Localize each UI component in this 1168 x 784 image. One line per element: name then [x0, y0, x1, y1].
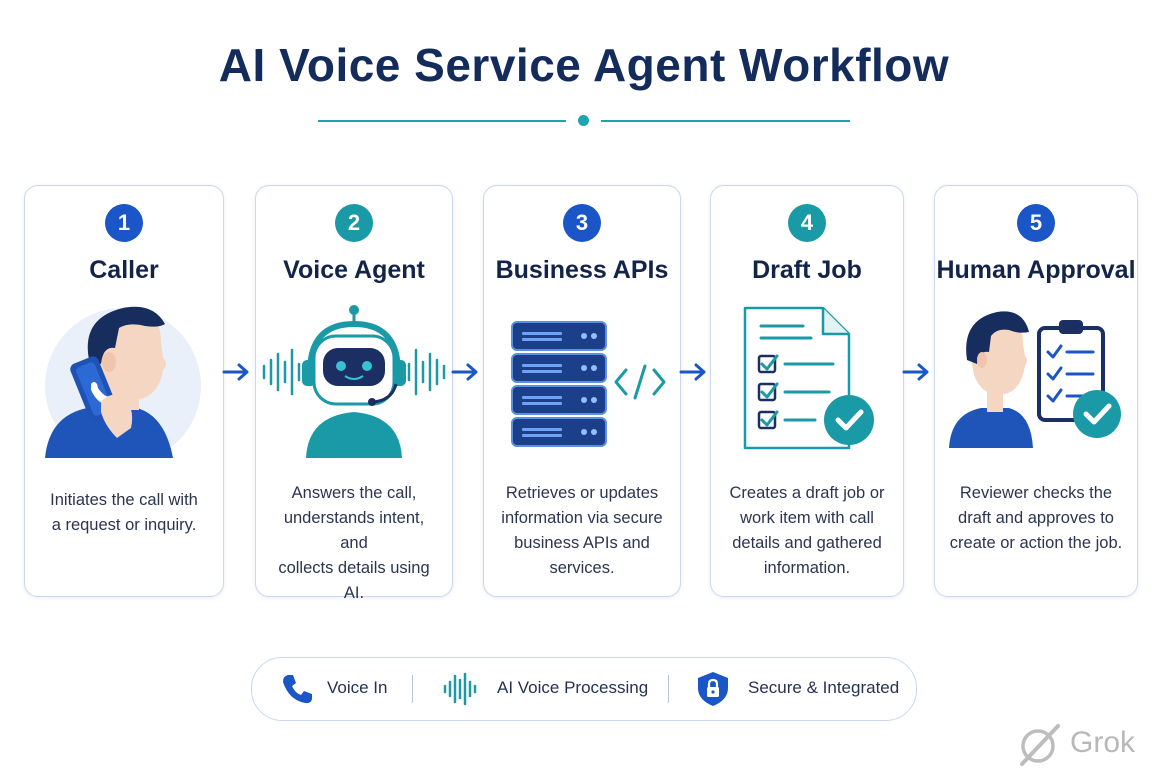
step-title: Draft Job	[752, 256, 862, 284]
step-card-voice-agent: 2 Voice Agent Answers the call, understa…	[255, 185, 453, 602]
step-title: Caller	[89, 256, 159, 284]
step-card-caller: 1 Caller Initiates the call with a reque…	[24, 185, 224, 597]
flow-arrow-icon	[222, 363, 249, 381]
waveform-icon	[443, 672, 477, 706]
step-description-line: work item with call	[740, 509, 874, 527]
step-card-human-approval: 5 Human Approval Reviewer checks the dra…	[934, 185, 1138, 597]
legend-label: AI Voice Processing	[497, 678, 649, 697]
step-description-line: draft and approves to	[958, 509, 1114, 527]
flow-arrow-icon	[451, 363, 478, 381]
legend-item-ai-voice-processing: AI Voice Processing	[432, 658, 662, 720]
legend-item-secure-integrated: Secure & Integrated	[688, 658, 908, 720]
step-title: Voice Agent	[283, 256, 425, 284]
legend-label: Voice In	[327, 678, 388, 697]
watermark-text: Grok	[1070, 726, 1136, 759]
phone-icon	[283, 675, 312, 704]
flow-arrow-icon	[679, 363, 706, 381]
server-stack-code-icon	[511, 321, 666, 447]
step-description-line: a request or inquiry.	[51, 516, 197, 534]
step-title: Human Approval	[936, 256, 1136, 284]
step-description-line: information.	[763, 559, 851, 577]
shield-lock-icon	[698, 672, 728, 706]
step-description-line: Reviewer checks the	[959, 484, 1113, 502]
step-description-line: services.	[549, 559, 615, 577]
checklist-document-icon	[743, 306, 874, 450]
step-card-draft-job: 4 Draft Job Creates a draft job or work …	[710, 185, 904, 597]
step-number-badge: 2	[335, 204, 373, 242]
legend-label: Secure & Integrated	[748, 678, 900, 697]
step-description-line: Initiates the call with	[50, 491, 198, 509]
step-description-line: understands intent, and	[283, 509, 425, 552]
step-description-line: create or action the job.	[949, 534, 1123, 552]
step-description-line: Creates a draft job or	[729, 484, 885, 502]
legend-bar: Voice In AI Voice Processing Secure & In…	[251, 657, 917, 721]
step-card-business-apis: 3 Business APIs	[483, 185, 681, 597]
step-description-line: Answers the call,	[291, 484, 417, 502]
robot-headset-icon	[262, 305, 446, 458]
watermark: Grok	[1014, 720, 1164, 770]
step-number-badge: 4	[788, 204, 826, 242]
flow-arrow-icon	[902, 363, 929, 381]
step-number-badge: 5	[1017, 204, 1055, 242]
step-title: Business APIs	[495, 256, 669, 284]
step-description-line: business APIs and	[514, 534, 650, 552]
reviewer-clipboard-icon	[949, 311, 1121, 448]
step-description-line: details and gathered	[732, 534, 882, 552]
page-title: AI Voice Service Agent Workflow	[218, 39, 950, 91]
step-description-line: information via secure	[501, 509, 663, 527]
legend-divider	[668, 675, 669, 703]
step-description-line: collects details using AI.	[278, 559, 430, 602]
legend-item-voice-in: Voice In	[252, 658, 402, 720]
step-number-badge: 1	[105, 204, 143, 242]
title-divider	[318, 112, 850, 130]
caller-with-phone-icon	[45, 306, 201, 458]
grok-logo-icon	[1020, 724, 1060, 766]
step-number-badge: 3	[563, 204, 601, 242]
legend-divider	[412, 675, 413, 703]
step-description-line: Retrieves or updates	[505, 484, 659, 502]
